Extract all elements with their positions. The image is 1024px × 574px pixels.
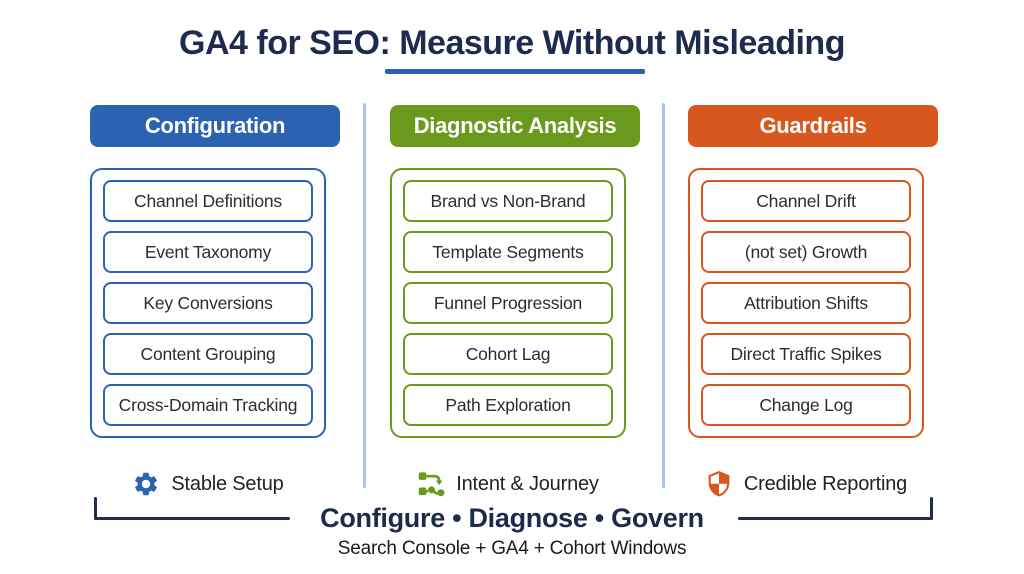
column-divider (662, 103, 665, 488)
list-item: Brand vs Non-Brand (403, 180, 613, 222)
bracket-left-tick (94, 497, 97, 520)
list-item: Content Grouping (103, 333, 313, 375)
column-guardrails: Guardrails Channel Drift (not set) Growt… (688, 105, 940, 498)
list-item: Direct Traffic Spikes (701, 333, 911, 375)
journey-icon (417, 470, 445, 498)
bracket-right-tick (930, 497, 933, 520)
list-item: Cohort Lag (403, 333, 613, 375)
list-item: Funnel Progression (403, 282, 613, 324)
title-underline (385, 69, 645, 74)
list-item: Path Exploration (403, 384, 613, 426)
column-footer-label: Stable Setup (171, 472, 284, 495)
shield-icon (705, 470, 733, 498)
list-item: Key Conversions (103, 282, 313, 324)
bracket-right-line (738, 517, 933, 520)
column-header-guardrails: Guardrails (688, 105, 938, 147)
column-header-diagnostic-analysis: Diagnostic Analysis (390, 105, 640, 147)
page-title: GA4 for SEO: Measure Without Misleading (179, 24, 845, 62)
column-footer-label: Intent & Journey (456, 472, 599, 495)
column-divider (363, 103, 366, 488)
list-item: Channel Definitions (103, 180, 313, 222)
list-item: Template Segments (403, 231, 613, 273)
list-item: Event Taxonomy (103, 231, 313, 273)
column-header-configuration: Configuration (90, 105, 340, 147)
gear-icon (132, 470, 160, 498)
card-stack: Channel Drift (not set) Growth Attributi… (688, 156, 940, 450)
column-footer-label: Credible Reporting (743, 472, 908, 495)
list-item: Attribution Shifts (701, 282, 911, 324)
list-item: (not set) Growth (701, 231, 911, 273)
list-item: Change Log (701, 384, 911, 426)
column-footer: Credible Reporting (688, 470, 924, 498)
banner-sub-text: Search Console + GA4 + Cohort Windows (337, 538, 687, 559)
banner-main-text: Configure • Diagnose • Govern (320, 503, 704, 533)
card-stack: Channel Definitions Event Taxonomy Key C… (90, 156, 342, 450)
column-footer: Stable Setup (90, 470, 326, 498)
column-diagnostic-analysis: Diagnostic Analysis Brand vs Non-Brand T… (390, 105, 642, 498)
bracket-left-line (94, 517, 290, 520)
list-item: Cross-Domain Tracking (103, 384, 313, 426)
column-footer: Intent & Journey (390, 470, 626, 498)
list-item: Channel Drift (701, 180, 911, 222)
card-stack: Brand vs Non-Brand Template Segments Fun… (390, 156, 642, 450)
column-configuration: Configuration Channel Definitions Event … (90, 105, 342, 498)
